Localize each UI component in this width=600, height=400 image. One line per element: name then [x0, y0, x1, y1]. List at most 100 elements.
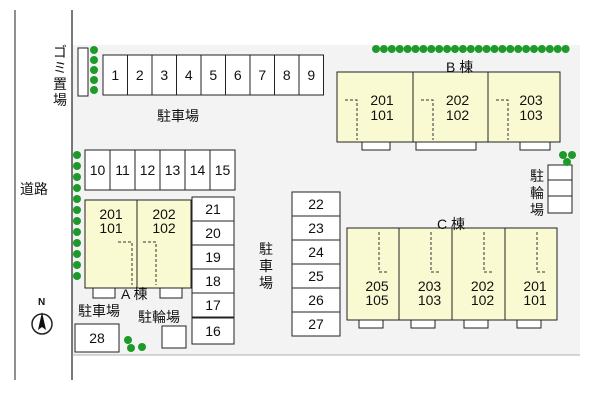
tree-icon: [559, 151, 567, 159]
parking-space: [191, 244, 235, 270]
parking-space-label: 19: [205, 249, 221, 265]
tree-icon: [490, 45, 499, 53]
parking-space: [291, 215, 341, 241]
tree-icon: [372, 45, 380, 53]
tree-icon: [561, 45, 570, 53]
parking-space: [225, 54, 251, 96]
unit-number-bottom: 102: [446, 107, 470, 123]
parking-space-label: 16: [205, 323, 221, 339]
tree-icon: [498, 45, 507, 53]
parking-space-label: 9: [307, 67, 315, 83]
unit-number-bottom: 101: [523, 292, 547, 308]
tree-icon: [506, 45, 515, 53]
tree-icon: [90, 76, 98, 84]
parking-space: [200, 54, 226, 96]
tree-icon: [90, 56, 98, 64]
north-label: N: [38, 297, 46, 308]
unit-number-top: 202: [152, 206, 176, 222]
tree-icon: [90, 66, 98, 74]
tree-icon: [124, 336, 132, 344]
stair-outline: [143, 241, 157, 285]
bicycle-parking-a: [161, 325, 187, 349]
unit-number-top: 203: [519, 92, 543, 108]
porch: [415, 141, 477, 151]
parking-space-label: 26: [308, 292, 324, 308]
unit-number-top: 205: [365, 278, 389, 294]
unit-number-bottom: 101: [370, 107, 394, 123]
tree-icon: [127, 344, 135, 352]
parking-space: [134, 149, 161, 191]
parking-space: [191, 196, 235, 222]
parking-space-label: 27: [308, 316, 324, 332]
tree-icon: [514, 45, 523, 53]
bicycle-parking-b: [547, 164, 573, 214]
stair-outline: [483, 232, 494, 273]
parking-space-label: 17: [205, 297, 221, 313]
tree-icon: [138, 343, 146, 351]
building-a-label: A 棟: [121, 286, 148, 302]
tree-icon: [395, 45, 404, 53]
parking-space: [291, 191, 341, 217]
tree-icon: [530, 45, 538, 53]
unit-number-bottom: 102: [152, 220, 176, 236]
parking-space-label: 7: [258, 67, 266, 83]
unit-number-bottom: 101: [99, 220, 123, 236]
tree-icon: [458, 45, 467, 53]
tree-icon: [474, 45, 483, 53]
parking-space-label: 21: [205, 201, 221, 217]
garbage-label-char: 場: [53, 92, 67, 108]
unit-number-top: 202: [446, 92, 470, 108]
parking-space-label: 4: [185, 67, 193, 83]
parking-space-label: 1: [111, 67, 119, 83]
tree-icon: [73, 151, 81, 159]
tree-icon: [90, 46, 98, 54]
stair-outline: [378, 232, 389, 273]
parking-center-label-char: 車: [259, 258, 273, 274]
tree-icon: [387, 45, 396, 53]
parking-space: [191, 268, 235, 294]
tree-icon: [73, 250, 81, 258]
parking-space: [176, 54, 202, 96]
parking-space: [209, 149, 236, 191]
stair-outline: [118, 241, 133, 285]
parking-space: [249, 54, 275, 96]
building-a: [84, 199, 192, 289]
unit-number-bottom: 102: [471, 292, 495, 308]
tree-icon: [73, 239, 81, 247]
unit-number-bottom: 105: [365, 292, 389, 308]
parking-space-label: 3: [160, 67, 168, 83]
tree-icon: [443, 45, 452, 53]
bicycle-b-label-char: 輪: [530, 185, 544, 201]
parking-space-label: 2: [136, 67, 144, 83]
tree-icon: [545, 45, 554, 53]
parking-space-label: 18: [205, 273, 221, 289]
tree-icon: [522, 45, 531, 53]
porch: [516, 319, 542, 329]
porch: [463, 319, 489, 329]
parking-space-label: 20: [205, 225, 221, 241]
tree-icon: [73, 184, 81, 192]
tree-icon: [537, 45, 546, 53]
porch: [410, 319, 436, 329]
parking-space-label: 22: [308, 196, 324, 212]
tree-icon: [568, 151, 576, 159]
parking-space: [191, 220, 235, 246]
unit-number-bottom: 103: [418, 292, 442, 308]
parking-space: [298, 54, 324, 96]
parking-space-label: 10: [90, 162, 106, 178]
tree-icon: [419, 45, 428, 53]
porch: [361, 141, 391, 151]
porch: [358, 319, 384, 329]
road-label: 道路: [20, 181, 48, 197]
tree-icon: [73, 173, 81, 181]
tree-icon: [411, 45, 420, 53]
tree-icon: [403, 45, 412, 53]
building-c-label: C 棟: [437, 216, 465, 232]
parking-space-label: 15: [215, 162, 231, 178]
stair-outline: [421, 99, 434, 140]
parking-space: [274, 54, 300, 96]
parking-space: [291, 311, 341, 337]
tree-icon: [451, 45, 459, 53]
